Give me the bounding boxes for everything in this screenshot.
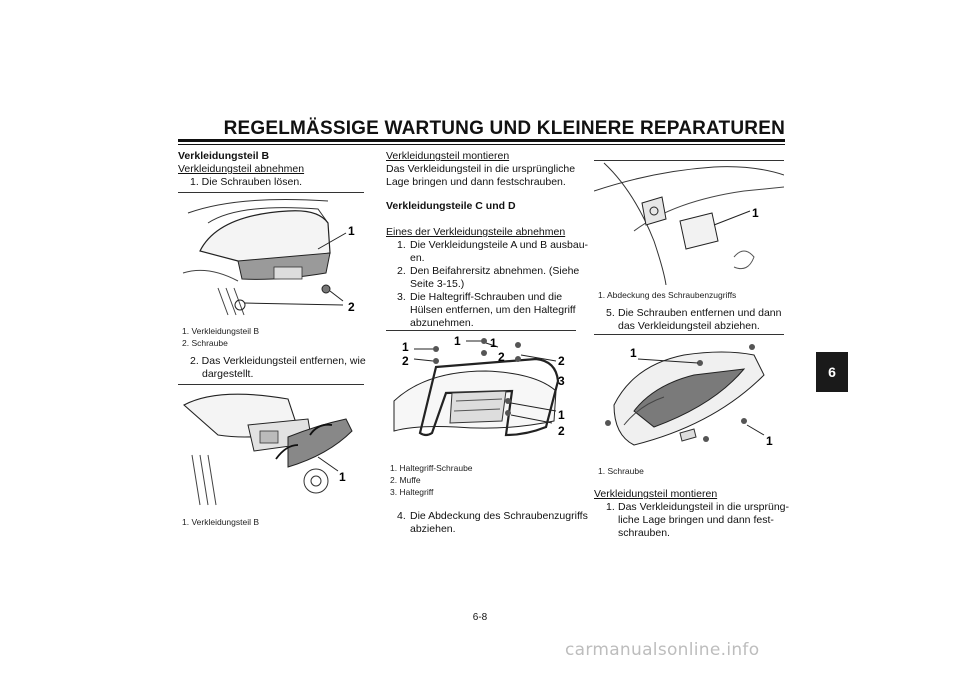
caption: 1. Verkleidungsteil B <box>182 326 260 336</box>
watermark: carmanualsonline.info <box>565 640 760 660</box>
step-text: 2. Das Verkleidungsteil entfernen, wie <box>190 355 366 367</box>
step-number: 1. <box>606 501 615 513</box>
caption: 1. Haltegriff-Schraube <box>390 463 473 473</box>
page-title: REGELMÄSSIGE WARTUNG UND KLEINERE REPARA… <box>223 118 785 139</box>
caption: 1. Schraube <box>598 466 644 476</box>
callout-1: 1 <box>766 434 773 448</box>
title-rule-thin <box>178 144 785 145</box>
illustration-rear-panel: 1 1 <box>605 344 773 448</box>
callout-2: 2 <box>558 354 565 368</box>
paragraph-line: Lage bringen und dann festschrauben. <box>386 176 566 188</box>
callout-1: 1 <box>752 206 759 220</box>
illustration-seat-panel: 1 2 <box>182 199 355 316</box>
step-text: Den Beifahrersitz abnehmen. (Siehe <box>410 265 580 277</box>
section-heading: Verkleidungsteil B <box>178 150 270 162</box>
caption: 1. Verkleidungsteil B <box>182 517 260 527</box>
caption: 2. Schraube <box>182 338 228 348</box>
callout-1: 1 <box>348 224 355 238</box>
step-text: abziehen. <box>410 523 456 535</box>
illustration-grab-bar: 1 2 1 1 2 2 3 1 2 <box>393 334 565 438</box>
callout-1: 1 <box>339 470 346 484</box>
figure-rear-panel: 1 1 <box>594 334 784 461</box>
subheading: Verkleidungsteil montieren <box>386 150 510 162</box>
page-number: 6-8 <box>472 612 488 623</box>
chapter-tab: 6 <box>816 352 848 392</box>
title-rule <box>178 139 785 142</box>
step-text: liche Lage bringen und dann fest- <box>618 514 774 526</box>
callout-2: 2 <box>558 424 565 438</box>
callout-1: 1 <box>558 408 565 422</box>
step-text: dargestellt. <box>202 368 254 380</box>
figure-panel-removal: 1 <box>178 384 364 513</box>
step-text: das Verkleidungsteil abziehen. <box>618 320 760 332</box>
caption: 3. Haltegriff <box>390 487 434 497</box>
callout-2: 2 <box>402 354 409 368</box>
step-text: en. <box>410 252 425 264</box>
subheading: Verkleidungsteil abnehmen <box>178 163 305 175</box>
illustration-panel-removal: 1 <box>183 393 353 506</box>
illustration-access-cover: 1 <box>594 162 784 285</box>
paragraph-line: Das Verkleidungsteil in die ursprünglich… <box>386 163 576 175</box>
step-number: 3. <box>397 291 406 303</box>
step-text: Die Abdeckung des Schraubenzugriffs <box>410 510 588 522</box>
step-text: Hülsen entfernen, um den Haltegriff <box>410 304 576 316</box>
figure-access-cover: 1 <box>594 160 784 285</box>
callout-1: 1 <box>454 334 461 348</box>
figure-grab-bar: 1 2 1 1 2 2 3 1 2 <box>386 330 576 457</box>
callout-2: 2 <box>498 350 505 364</box>
step-number: 2. <box>397 265 406 277</box>
callout-1: 1 <box>402 340 409 354</box>
step-number: 5. <box>606 307 615 319</box>
step-text: Seite 3-15.) <box>410 278 465 290</box>
subheading: Verkleidungsteil montieren <box>594 488 718 500</box>
callout-3: 3 <box>558 374 565 388</box>
step-text: Die Verkleidungsteile A und B ausbau- <box>410 239 589 251</box>
step-text: Die Haltegriff-Schrauben und die <box>410 291 563 303</box>
step-text: Die Schrauben entfernen und dann <box>618 307 782 319</box>
step-number: 4. <box>397 510 406 522</box>
step-text: abzunehmen. <box>410 317 474 329</box>
step-text: schrauben. <box>618 527 670 539</box>
section-heading: Verkleidungsteile C und D <box>386 200 516 212</box>
caption: 1. Abdeckung des Schraubenzugriffs <box>598 290 737 300</box>
step-text: Das Verkleidungsteil in die ursprüng- <box>618 501 790 513</box>
subheading: Eines der Verkleidungsteile abnehmen <box>386 226 566 238</box>
caption: 2. Muffe <box>390 475 421 485</box>
callout-2: 2 <box>348 300 355 314</box>
step-number: 1. <box>397 239 406 251</box>
callout-1: 1 <box>490 336 497 350</box>
callout-1: 1 <box>630 346 637 360</box>
figure-seat-panel: 1 2 <box>178 192 364 323</box>
step-text: 1. Die Schrauben lösen. <box>190 176 303 188</box>
